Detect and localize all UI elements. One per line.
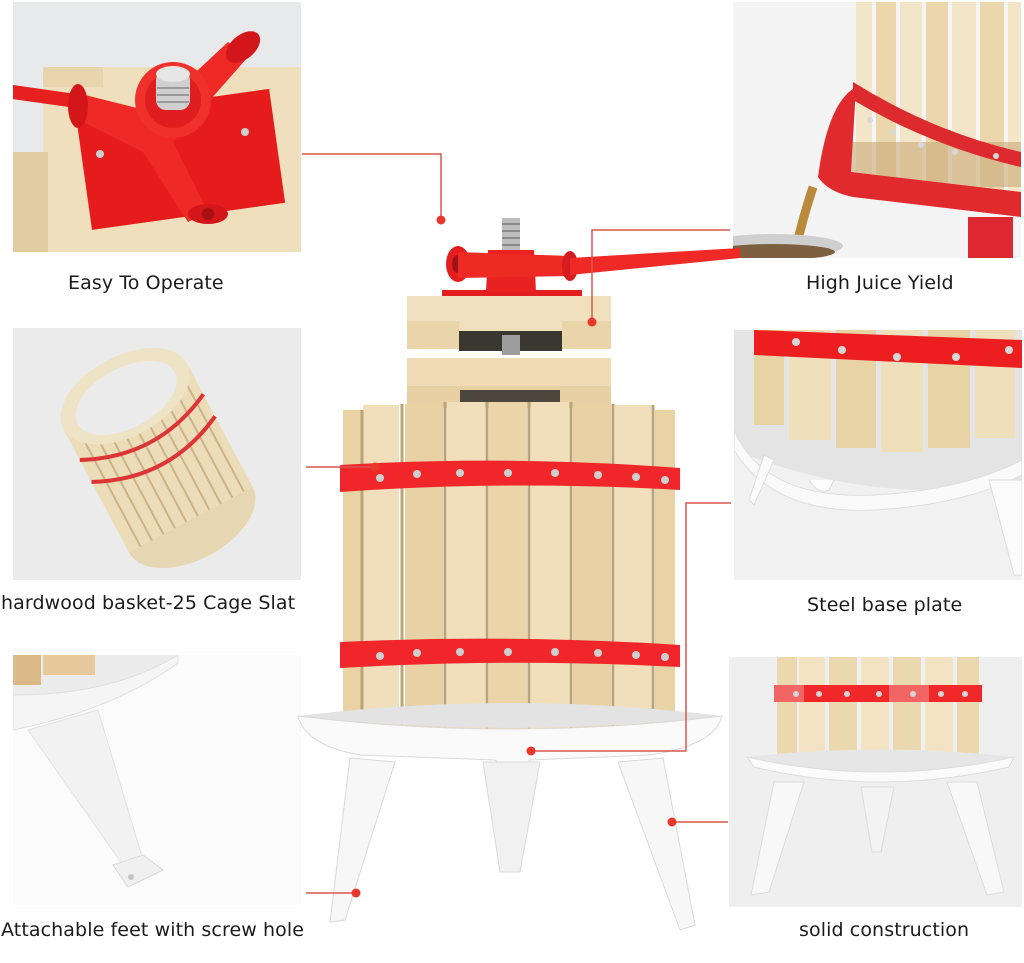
feature-panel-steel-base-plate <box>734 330 1022 580</box>
feature-panel-easy-to-operate <box>13 2 301 252</box>
fruit-press-icon <box>297 218 740 931</box>
juice-pour-icon <box>733 2 1021 258</box>
feature-panel-hardwood-basket <box>13 328 301 580</box>
foot-screw-hole-icon <box>13 655 179 888</box>
feature-panel-solid-construction <box>729 657 1022 907</box>
slat-basket-icon <box>60 347 256 569</box>
ratchet-handle-icon <box>13 31 301 252</box>
press-body-icon <box>745 657 1015 896</box>
feature-panel-high-juice-yield <box>733 2 1021 258</box>
fruit-press-product-image <box>290 200 750 950</box>
feature-caption-steel-base-plate: Steel base plate <box>807 594 963 616</box>
feature-caption-solid-construction: solid construction <box>799 919 970 941</box>
feature-caption-attachable-feet: Attachable feet with screw hole <box>1 919 305 941</box>
feature-caption-hardwood-basket: hardwood basket-25 Cage Slat <box>1 592 296 614</box>
base-plate-icon <box>734 330 1022 576</box>
feature-panel-attachable-feet <box>13 655 301 905</box>
feature-caption-easy-to-operate: Easy To Operate <box>68 272 224 294</box>
feature-caption-high-juice-yield: High Juice Yield <box>806 272 954 294</box>
